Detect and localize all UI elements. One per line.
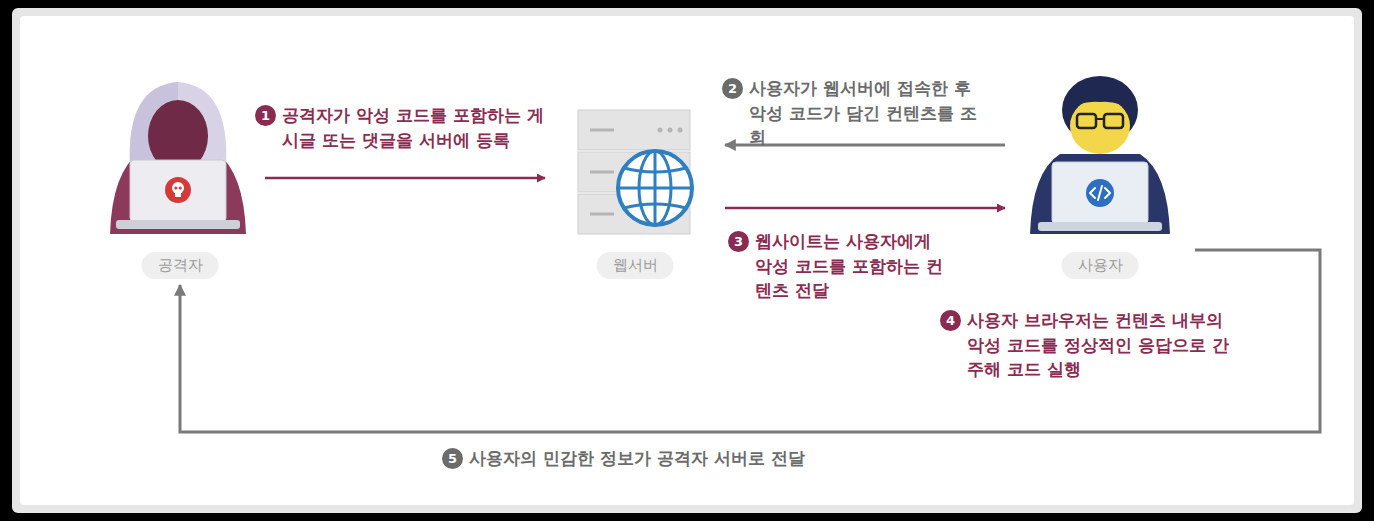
callout-number: 2 xyxy=(722,78,743,99)
flow-arrow xyxy=(725,144,1005,147)
edge-label: 사용자의 민감한 정보가 공격자 서버로 전달 xyxy=(469,446,805,471)
actor-node: 웹서버 xyxy=(545,75,725,285)
callout: 2 사용자가 웹서버에 접속한 후 악성 코드가 담긴 컨텐츠를 조회 xyxy=(722,76,987,150)
callout: 4 사용자 브라우저는 컨텐츠 내부의 악성 코드를 정상적인 응답으로 간주해 … xyxy=(940,308,1239,382)
server-figure xyxy=(578,110,692,234)
panel xyxy=(20,16,1354,505)
attacker-figure xyxy=(110,82,246,234)
callout-number: 5 xyxy=(442,448,463,469)
callout-number: 3 xyxy=(728,231,749,252)
callout-number: 1 xyxy=(255,105,276,126)
step-note: 사용자 브라우저는 컨텐츠 내부의 악성 코드를 정상적인 응답으로 간주해 코… xyxy=(967,308,1239,382)
actor-label: 사용자 xyxy=(1062,252,1139,280)
user-figure xyxy=(1030,76,1170,234)
callout: 5 사용자의 민감한 정보가 공격자 서버로 전달 xyxy=(442,446,805,471)
actor-label: 공격자 xyxy=(142,252,219,280)
edge-label: 공격자가 악성 코드를 포함하는 게시글 또는 댓글을 서버에 등록 xyxy=(282,103,550,152)
flow-arrow xyxy=(265,177,545,180)
frame xyxy=(12,8,1362,513)
callout: 3 웹사이트는 사용자에게 악성 코드를 포함하는 컨텐츠 전달 xyxy=(728,229,951,303)
callout-number: 4 xyxy=(940,310,961,331)
actor-node: 공격자 xyxy=(95,75,265,285)
edge-label: 웹사이트는 사용자에게 악성 코드를 포함하는 컨텐츠 전달 xyxy=(755,229,951,303)
actor-node: 사용자 xyxy=(1005,75,1195,285)
flow-arrow xyxy=(180,250,1320,432)
flow-arrow xyxy=(725,207,1005,210)
actor-label: 웹서버 xyxy=(597,252,674,280)
edge-label: 사용자가 웹서버에 접속한 후 악성 코드가 담긴 컨텐츠를 조회 xyxy=(749,76,987,150)
callout: 1 공격자가 악성 코드를 포함하는 게시글 또는 댓글을 서버에 등록 xyxy=(255,103,550,152)
